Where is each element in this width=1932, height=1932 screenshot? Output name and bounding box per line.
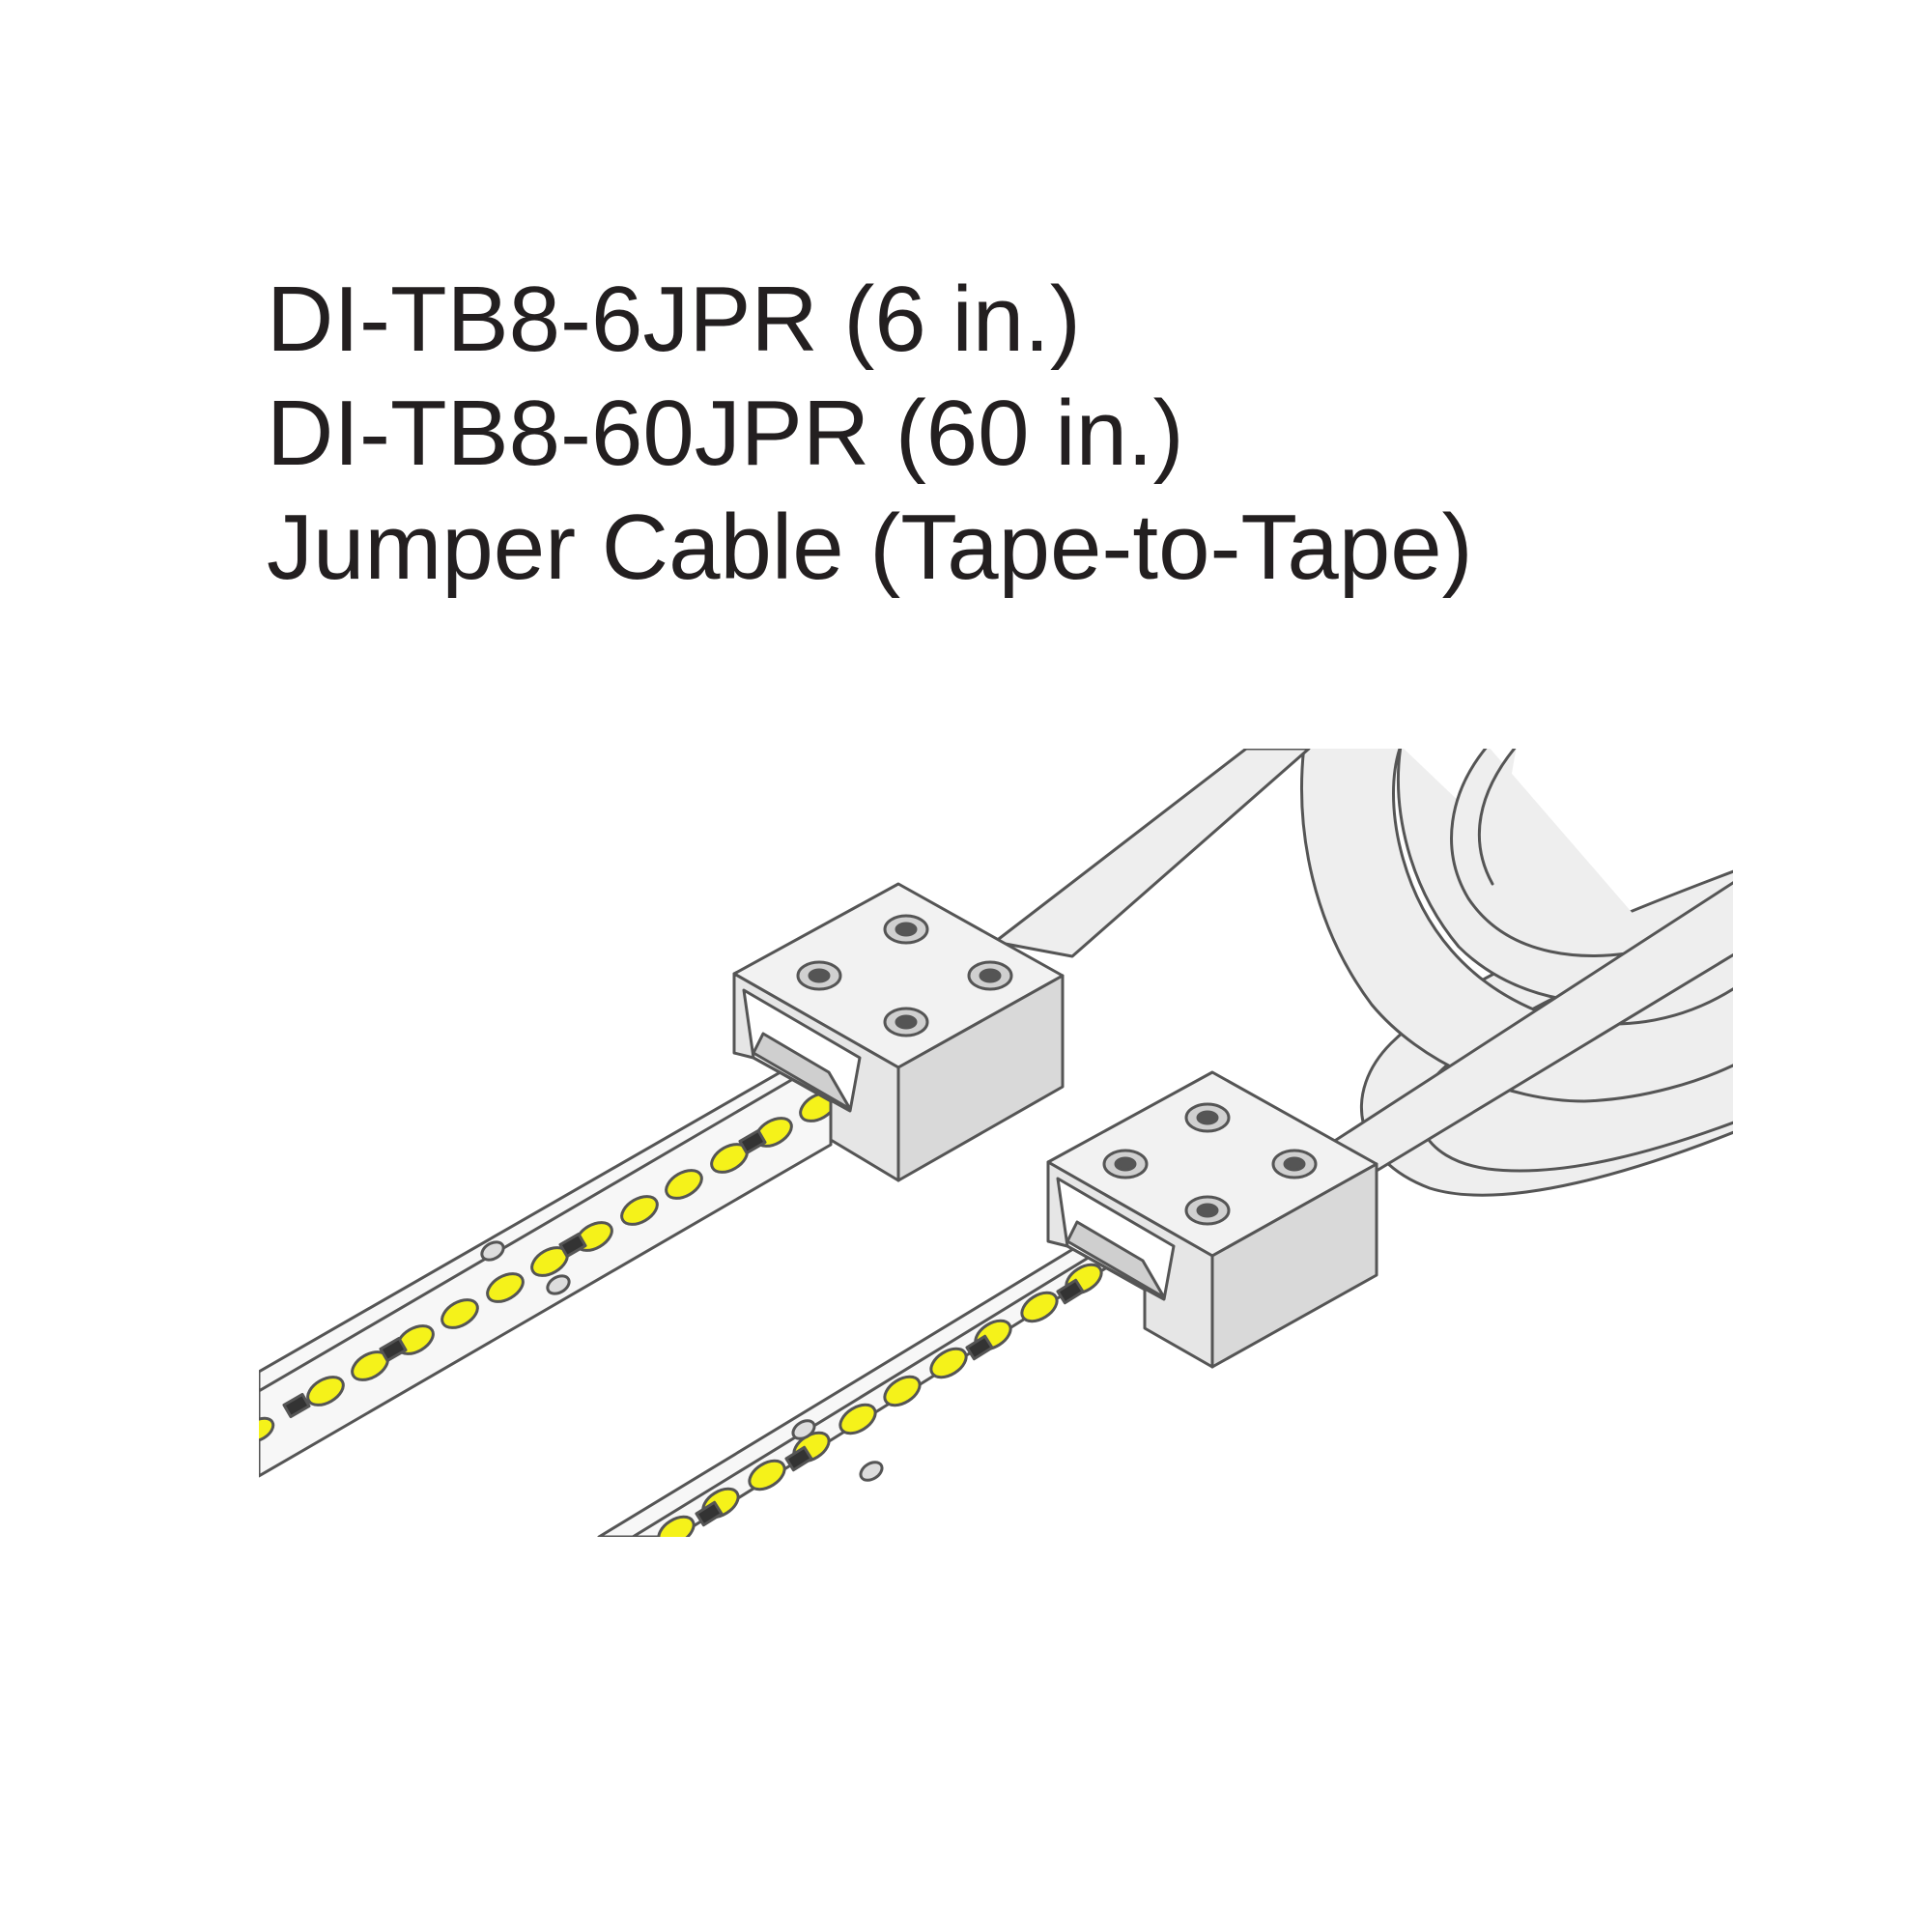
jumper-cable-upper: [993, 749, 1311, 958]
led-row-lower: [657, 1235, 1150, 1537]
model-number-6in: DI-TB8-6JPR (6 in.): [267, 268, 1081, 371]
solder-pad: [480, 1240, 505, 1262]
chip-row-lower: [695, 1278, 1085, 1527]
solder-pad: [791, 1419, 816, 1440]
solder-pad: [546, 1274, 571, 1295]
product-description: Jumper Cable (Tape-to-Tape): [267, 496, 1473, 599]
solder-pad: [859, 1461, 884, 1482]
model-number-60in: DI-TB8-60JPR (60 in.): [267, 382, 1184, 485]
tape-connector-upper: [732, 882, 1065, 1182]
tape-connector-lower: [1046, 1070, 1378, 1369]
product-title-block: DI-TB8-6JPR (6 in.) DI-TB8-60JPR (60 in.…: [267, 263, 1473, 605]
